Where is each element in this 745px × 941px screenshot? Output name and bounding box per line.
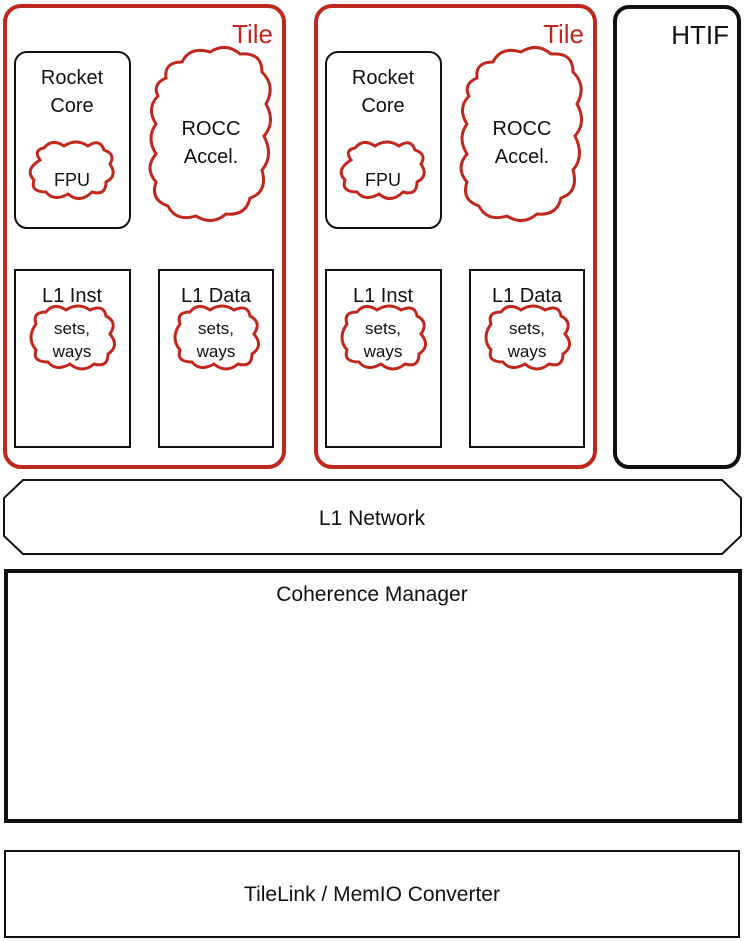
- tile-0-l1-inst-config-cloud: [29, 304, 116, 371]
- tile-1-l1-inst-config-line2: ways: [363, 342, 403, 361]
- tile-1-rocket-core-label-line2: Core: [361, 95, 404, 117]
- tile-1-l1-data-config-line1: sets,: [509, 319, 545, 338]
- converter-block: TileLink / MemIO Converter: [4, 850, 740, 938]
- tile-1-rocc-cloud: [459, 46, 583, 222]
- tile-1-l1-data-config-cloud: [484, 304, 571, 371]
- tile-1-fpu-label: FPU: [365, 170, 401, 190]
- converter-label: TileLink / MemIO Converter: [244, 883, 500, 906]
- tile-0: Tile Rocket Core FPU ROCC Accel. L1 Inst…: [3, 4, 286, 469]
- tile-1-fpu-cloud: [339, 140, 426, 200]
- tile-1-rocc-label-line1: ROCC: [493, 118, 552, 140]
- htif-label: HTIF: [671, 20, 729, 50]
- tile-0-rocket-core-label-line1: Rocket: [41, 67, 104, 89]
- l1-network-shape: [3, 479, 742, 555]
- tile-1-l1-data-label: L1 Data: [492, 285, 563, 307]
- htif-box: [613, 5, 741, 469]
- tile-0-rocket-core-label-line2: Core: [50, 95, 93, 117]
- coherence-manager-box: [4, 569, 742, 823]
- tile-0-l1-inst-config-line1: sets,: [54, 319, 90, 338]
- tile-0-l1-data-label: L1 Data: [181, 285, 252, 307]
- tile-1-l1-data-config-line2: ways: [507, 342, 547, 361]
- tile-0-l1-data-config-line2: ways: [196, 342, 236, 361]
- tile-0-rocc-cloud: [148, 46, 272, 222]
- tile-1-border: [314, 4, 597, 469]
- coherence-manager-block: Coherence Manager: [4, 569, 742, 823]
- tile-0-fpu-cloud: [28, 140, 115, 200]
- tile-0-fpu-label: FPU: [54, 170, 90, 190]
- converter-box: [4, 850, 740, 938]
- tile-0-l1-data-config-cloud: [173, 304, 260, 371]
- htif-block: HTIF: [613, 5, 741, 469]
- l1-network-label: L1 Network: [319, 507, 426, 530]
- tile-0-l1-data-config-line1: sets,: [198, 319, 234, 338]
- tile-1-rocc-label-line2: Accel.: [495, 146, 549, 168]
- l1-network-block: L1 Network: [3, 479, 742, 555]
- tile-0-rocc-label-line2: Accel.: [184, 146, 238, 168]
- coherence-manager-label: Coherence Manager: [276, 583, 467, 606]
- tile-0-border: [3, 4, 286, 469]
- tile-1-l1-inst-label: L1 Inst: [353, 285, 413, 307]
- tile-0-rocc-label-line1: ROCC: [182, 118, 241, 140]
- tile-0-title: Tile: [232, 19, 273, 49]
- tile-1-l1-inst-config-line1: sets,: [365, 319, 401, 338]
- tile-1-l1-inst-config-cloud: [340, 304, 427, 371]
- tile-0-l1-inst-label: L1 Inst: [42, 285, 102, 307]
- tile-1: Tile Rocket Core FPU ROCC Accel. L1 Inst…: [314, 4, 597, 469]
- tile-1-rocket-core-label-line1: Rocket: [352, 67, 415, 89]
- tile-0-l1-inst-config-line2: ways: [52, 342, 92, 361]
- tile-1-title: Tile: [543, 19, 584, 49]
